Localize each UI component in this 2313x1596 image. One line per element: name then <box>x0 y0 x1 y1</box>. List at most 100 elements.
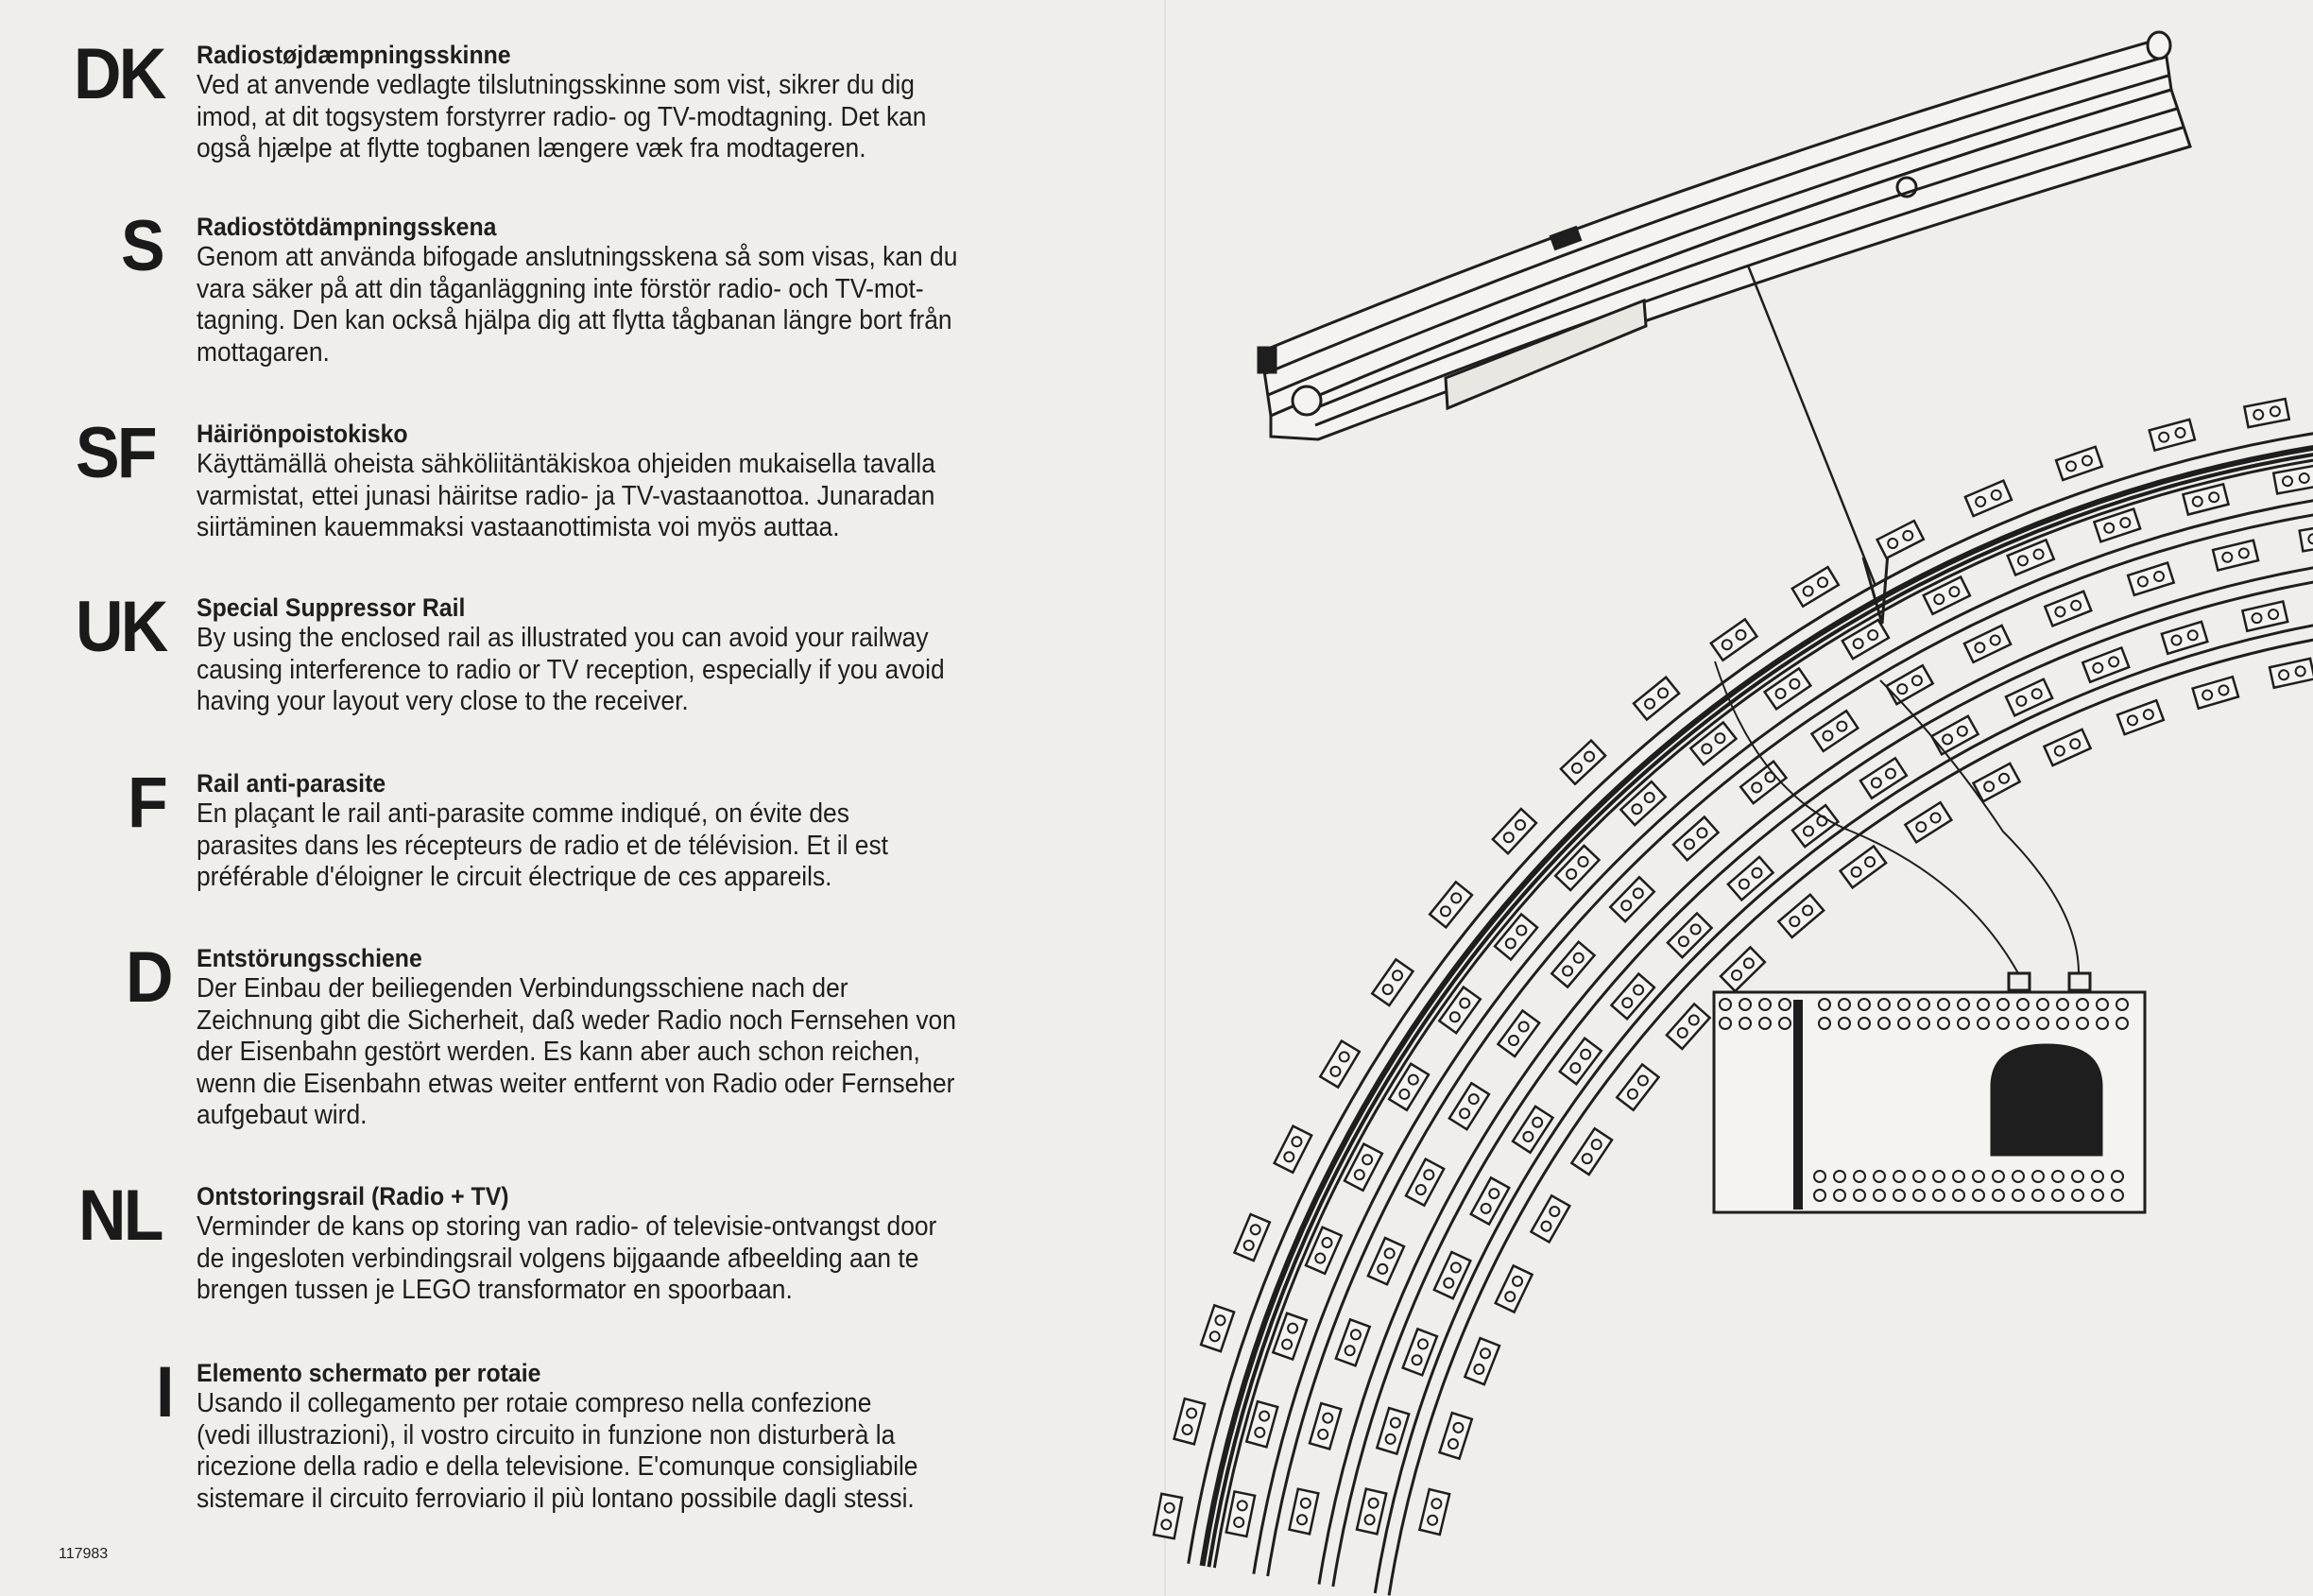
plate-stud <box>1751 781 1763 794</box>
plate-stud <box>1459 997 1471 1009</box>
plate-stud <box>1620 900 1633 912</box>
plate-stud <box>1836 720 1848 732</box>
plate-body <box>1428 880 1474 930</box>
tie-plate <box>1387 1062 1431 1112</box>
plate-stud <box>1480 1202 1492 1214</box>
plate-stud <box>2208 491 2220 504</box>
stud <box>2031 1189 2045 1202</box>
stud <box>1992 1170 2005 1183</box>
plate-stud <box>1774 687 1787 699</box>
tie-plate <box>1809 709 1860 753</box>
plate-stud <box>1281 1338 1294 1350</box>
section-heading: Radiostötdämpningsskena <box>197 213 497 241</box>
plate-stud <box>1504 937 1516 950</box>
plate-body <box>1432 1250 1472 1300</box>
plate-stud <box>1515 819 1527 832</box>
plate-stud <box>1362 1154 1374 1166</box>
body-line: varmistat, ettei junasi häiritse radio- … <box>197 480 935 511</box>
plate-body <box>1884 663 1935 706</box>
plate-stud <box>2298 472 2310 484</box>
plate-stud <box>1549 1206 1561 1218</box>
tie-plate <box>1609 971 1656 1021</box>
tie-plate <box>1463 1336 1501 1386</box>
plate-body <box>2043 590 2093 628</box>
stud <box>1877 1017 1891 1030</box>
plate-stud <box>1915 821 1928 833</box>
stud <box>2096 998 2109 1011</box>
plate-stud <box>2032 548 2045 560</box>
stud <box>1873 1170 1886 1183</box>
plate-stud <box>2069 738 2082 750</box>
plate-stud <box>1208 1330 1221 1343</box>
plate-body <box>1511 1105 1555 1155</box>
tie-plate <box>1448 1081 1491 1131</box>
tie-plate <box>2240 599 2289 633</box>
plate-stud <box>1314 1252 1327 1264</box>
part-number: 117983 <box>59 1546 109 1562</box>
stud <box>2076 1017 2089 1030</box>
plate-stud <box>1864 856 1876 868</box>
stud <box>2036 1017 2049 1030</box>
tie-plate <box>2126 560 2176 597</box>
plate-body <box>1308 1401 1343 1451</box>
plate-body <box>1355 1487 1388 1536</box>
body-line: brengen tussen je LEGO transformator en … <box>197 1275 793 1305</box>
tie-plate <box>1608 875 1656 923</box>
plate-body <box>1493 912 1539 962</box>
plate-stud <box>2158 431 2170 443</box>
plate-stud <box>1566 867 1578 880</box>
plate-stud <box>1488 1188 1500 1200</box>
tie-plate <box>1271 1312 1309 1362</box>
plate-body <box>2092 507 2142 543</box>
plate-stud <box>1751 867 1763 879</box>
plate-stud <box>2092 661 2104 674</box>
plate-stud <box>2136 575 2149 588</box>
body-line: (vedi illustrazioni), il vostro circuito… <box>197 1419 896 1450</box>
stud <box>2016 998 2030 1011</box>
plate-body <box>1666 911 1714 959</box>
plate-body <box>1688 720 1739 766</box>
tie-plate <box>2004 678 2054 717</box>
plate-stud <box>1452 1421 1465 1433</box>
plate-stud <box>1896 683 1909 695</box>
plate-body <box>1375 1406 1411 1456</box>
tie-plate <box>1790 803 1841 849</box>
plate-body <box>1790 803 1841 849</box>
rail-line <box>1387 638 2313 1596</box>
tie-plate <box>1739 760 1789 805</box>
body-line: tagning. Den kan också hjälpa dig att fl… <box>197 305 952 335</box>
plate-body <box>1529 1193 1572 1244</box>
plate-body <box>1671 815 1721 863</box>
plate-stud <box>1584 750 1596 763</box>
plate-stud <box>2186 629 2199 642</box>
stud <box>2016 1017 2030 1030</box>
plate-body <box>1494 1263 1534 1314</box>
arrow-head <box>1861 552 1890 625</box>
plate-stud <box>1377 1262 1389 1275</box>
tie-plate <box>1437 1411 1474 1461</box>
body-line: Zeichnung gibt die Sicherheit, daß weder… <box>197 1004 956 1036</box>
plate-stud <box>1956 725 1968 737</box>
plate-stud <box>1581 1153 1593 1165</box>
plate-stud <box>1684 838 1696 850</box>
plate-stud <box>2218 684 2230 696</box>
plate-body <box>1903 800 1954 845</box>
stud <box>2076 998 2089 1011</box>
tie-plate <box>1790 565 1841 609</box>
transformer <box>1712 971 2147 1214</box>
plate-stud <box>2294 665 2306 678</box>
body-line: ricezione della radio e della television… <box>197 1451 918 1482</box>
language-code: I <box>156 1352 174 1433</box>
plate-stud <box>1974 642 1986 654</box>
tie-plate <box>1671 815 1721 863</box>
body-line: En plaçant le rail anti-parasite comme i… <box>197 798 849 829</box>
plate-stud <box>1181 1423 1193 1435</box>
tie-plate <box>1971 762 2022 803</box>
plate-stud <box>1721 639 1733 651</box>
plate-stud <box>1450 892 1463 904</box>
rail-line <box>1187 432 2313 1564</box>
body-line: having your layout very close to the rec… <box>197 686 689 716</box>
plate-body <box>1963 478 2013 518</box>
section-heading: Ontstoringsrail (Radio + TV) <box>197 1182 509 1210</box>
